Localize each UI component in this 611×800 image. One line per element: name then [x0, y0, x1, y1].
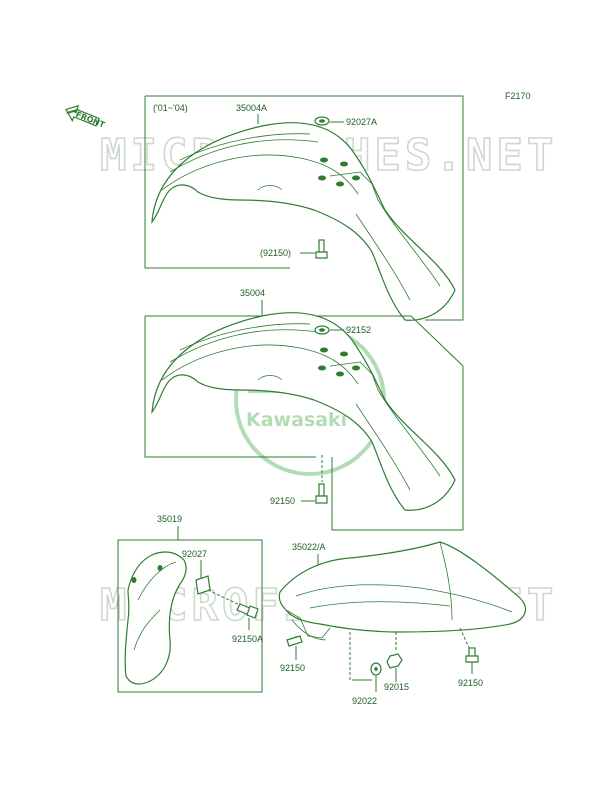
bolt-icon: [236, 603, 259, 619]
nut-92015-icon: [386, 653, 403, 669]
rear-fender: [278, 541, 527, 641]
front-arrow-icon: FRONT: [65, 104, 107, 130]
group-fender-a: ('01~'04) 35004A 92027A: [144, 95, 464, 321]
front-label: FRONT: [74, 110, 106, 130]
group-rear-fender: 35022/A 92150 92015 92022: [278, 541, 527, 706]
washer-92027-icon: [195, 575, 211, 595]
part-label-92150-right: 92150: [458, 678, 483, 688]
bolt-icon: [315, 239, 328, 259]
part-label-92152: 92152: [346, 325, 371, 335]
year-range-label: ('01~'04): [153, 103, 188, 113]
part-label-35019: 35019: [157, 514, 182, 524]
group-cover: 35019 92027 92150A: [117, 514, 263, 693]
bolt-icon: [286, 635, 303, 647]
page-code: F2170: [505, 91, 531, 101]
cap-92027a-icon: [314, 116, 330, 126]
part-label-35022a: 35022/A: [292, 542, 326, 552]
part-label-92015: 92015: [384, 682, 409, 692]
cap-92152-icon: [314, 325, 330, 335]
bolt-icon: [315, 483, 328, 504]
bolt-icon: [465, 647, 479, 663]
part-label-92027: 92027: [182, 549, 207, 559]
part-label-92022: 92022: [352, 696, 377, 706]
part-label-92150a: 92150A: [232, 634, 263, 644]
part-label-35004: 35004: [240, 288, 265, 298]
part-label-92150-left: 92150: [280, 663, 305, 673]
front-fender: [151, 312, 456, 511]
part-label-35004a: 35004A: [236, 103, 267, 113]
washer-92022-icon: [370, 662, 382, 676]
side-cover: [124, 551, 187, 685]
group-fender: 35004 92152 92150: [144, 288, 464, 531]
part-label-92027a: 92027A: [346, 117, 377, 127]
part-label-92150-paren: (92150): [260, 248, 291, 258]
front-fender-a: [151, 122, 456, 321]
part-label-92150: 92150: [270, 496, 295, 506]
logo-text: Kawasaki: [246, 409, 347, 431]
